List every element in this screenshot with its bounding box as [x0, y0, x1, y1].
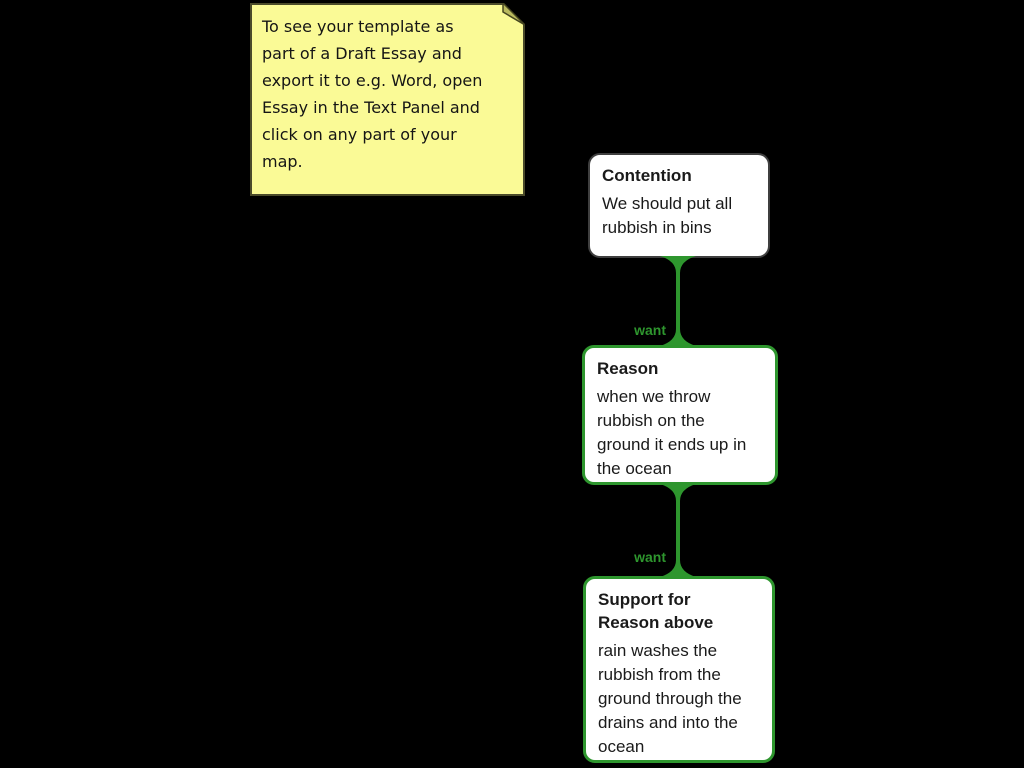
note-fold-icon — [502, 3, 525, 26]
node-support-title: Support for Reason above — [598, 590, 714, 632]
node-reason-body: when we throw rubbish on the ground it e… — [597, 387, 747, 478]
node-contention-title: Contention — [602, 166, 692, 185]
sticky-note-text: To see your template as part of a Draft … — [262, 17, 483, 171]
node-contention-body: We should put all rubbish in bins — [602, 194, 733, 237]
link-label-want[interactable]: want — [634, 322, 666, 338]
node-support-body: rain washes the rubbish from the ground … — [598, 641, 742, 756]
sticky-note[interactable]: To see your template as part of a Draft … — [250, 3, 525, 196]
link-label-want[interactable]: want — [634, 549, 666, 565]
connector-contention-reason[interactable] — [640, 256, 716, 346]
node-reason-title: Reason — [597, 359, 659, 378]
node-contention[interactable]: Contention We should put all rubbish in … — [588, 153, 770, 258]
connector-reason-support[interactable] — [640, 484, 716, 577]
node-reason[interactable]: Reason when we throw rubbish on the grou… — [582, 345, 778, 485]
node-support[interactable]: Support for Reason above rain washes the… — [583, 576, 775, 763]
